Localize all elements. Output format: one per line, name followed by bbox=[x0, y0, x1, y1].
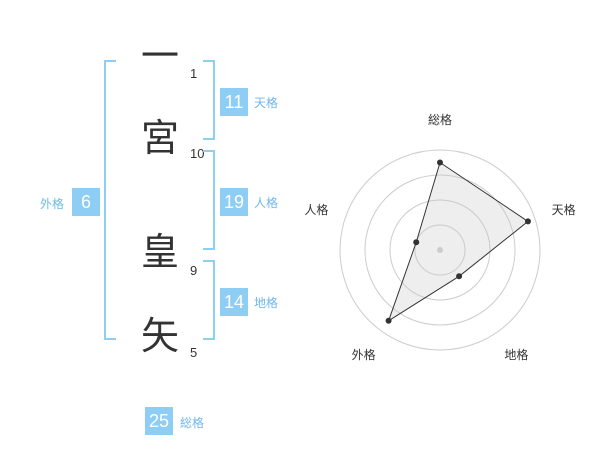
stroke-count-4: 5 bbox=[190, 345, 198, 360]
radar-ring-2 bbox=[389, 199, 491, 301]
gaikaku-value-badge: 6 bbox=[72, 188, 100, 216]
jinkaku-value-badge: 19 bbox=[220, 188, 249, 216]
gaikaku-label: 外格 bbox=[40, 197, 65, 211]
stroke-count-2: 10 bbox=[190, 146, 205, 161]
jinkaku-bracket bbox=[203, 150, 215, 250]
radar-point-2 bbox=[524, 218, 531, 225]
name-char-1: 一 bbox=[140, 34, 179, 78]
tenkaku-bracket bbox=[203, 60, 215, 140]
radar-axis-label-4: 外格 bbox=[352, 347, 376, 362]
stroke-count-3: 9 bbox=[190, 263, 198, 278]
name-char-2: 宮 bbox=[140, 116, 179, 160]
radar-point-5 bbox=[413, 239, 420, 246]
radar-polygon bbox=[387, 161, 529, 322]
tenkaku-label: 天格 bbox=[254, 96, 279, 110]
chikaku-bracket bbox=[203, 260, 215, 340]
gaikaku-bracket bbox=[104, 60, 116, 340]
chikaku-label: 地格 bbox=[254, 296, 279, 310]
name-char-3: 皇 bbox=[140, 230, 179, 274]
radar-ring-1 bbox=[414, 224, 466, 276]
radar-point-3 bbox=[456, 273, 463, 280]
soukaku-value-badge: 25 bbox=[145, 407, 174, 435]
radar-point-1 bbox=[437, 159, 443, 166]
stroke-count-1: 1 bbox=[190, 66, 198, 81]
radar-ring-3 bbox=[364, 174, 516, 326]
radar-center bbox=[437, 247, 443, 253]
radar-axis-label-3: 地格 bbox=[504, 347, 528, 362]
jinkaku-label: 人格 bbox=[254, 196, 279, 210]
radar-axis-label-1: 総格 bbox=[428, 112, 452, 127]
radar-ring-4 bbox=[339, 149, 541, 351]
soukaku-label: 総格 bbox=[180, 416, 205, 430]
radar-point-4 bbox=[385, 317, 392, 324]
radar-axis-label-2: 天格 bbox=[552, 202, 576, 217]
radar-axis-label-5: 人格 bbox=[304, 202, 328, 217]
tenkaku-value-badge: 11 bbox=[220, 88, 248, 116]
name-char-4: 矢 bbox=[140, 314, 179, 358]
chikaku-value-badge: 14 bbox=[220, 288, 249, 316]
